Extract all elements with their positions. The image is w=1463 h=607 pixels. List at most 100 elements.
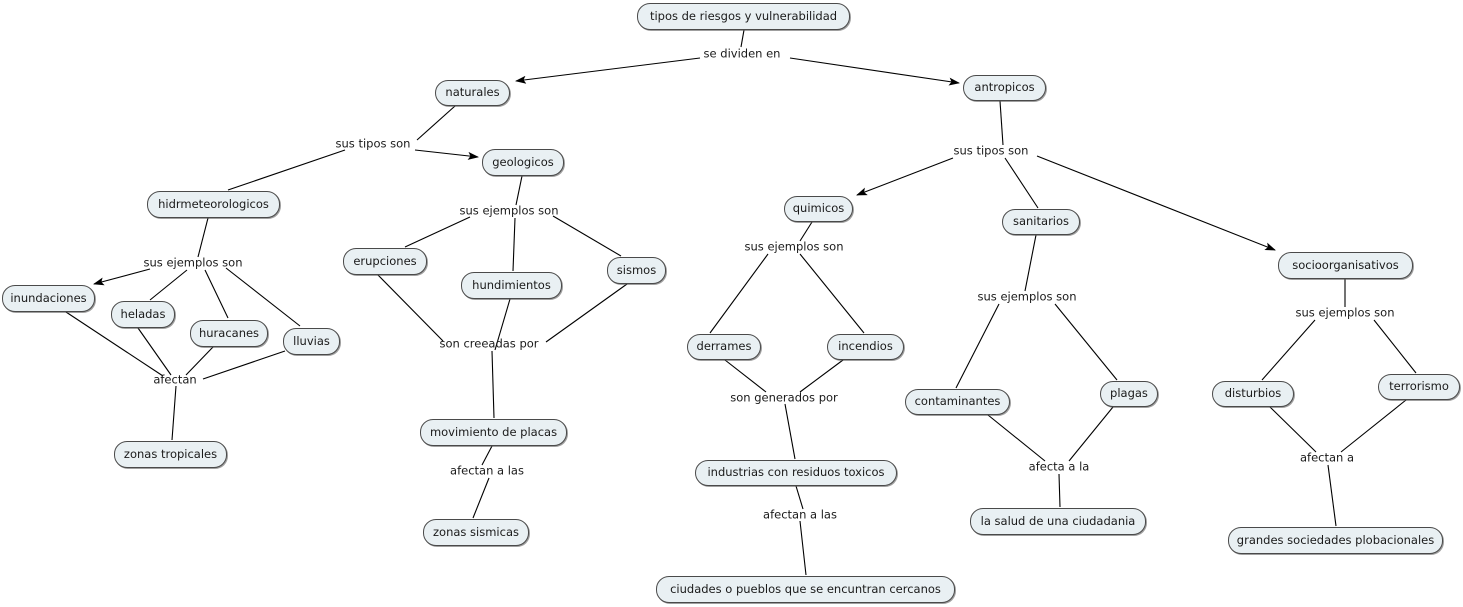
link-label-ll_ej_geo[interactable]: sus ejemplos son — [459, 203, 559, 218]
link-label-ll_afectan2[interactable]: afectan a las — [450, 463, 524, 478]
concept-node-disturbios[interactable]: disturbios — [1212, 381, 1294, 407]
edge-e49 — [1340, 399, 1407, 453]
edge-e44 — [1058, 473, 1061, 508]
link-label-ll_afectan1[interactable]: afectan — [153, 372, 197, 387]
concept-node-label: quimicos — [792, 201, 845, 216]
edge-e50 — [1327, 464, 1337, 527]
link-label-ll_divide[interactable]: se dividen en — [703, 46, 781, 61]
concept-node-socioorganisativos[interactable]: socioorganisativos — [1278, 252, 1413, 279]
concept-node-industrias[interactable]: industrias con residuos toxicos — [695, 460, 897, 486]
edge-e46 — [1261, 319, 1316, 381]
concept-node-root[interactable]: tipos de riesgos y vulnerabilidad — [637, 3, 850, 30]
concept-node-incendios[interactable]: incendios — [827, 334, 904, 360]
concept-node-label: naturales — [445, 85, 500, 100]
concept-node-label: heladas — [120, 306, 166, 321]
concept-node-label: incendios — [838, 339, 893, 354]
concept-node-plagas[interactable]: plagas — [1100, 381, 1158, 407]
link-label-ll_ej_qui[interactable]: sus ejemplos son — [744, 239, 844, 254]
edge-e28 — [856, 157, 954, 196]
edge-e34 — [724, 359, 767, 393]
edge-e29 — [1004, 157, 1039, 209]
edge-e12 — [65, 311, 164, 377]
concept-node-label: contaminantes — [914, 394, 1001, 409]
concept-node-sanitarios[interactable]: sanitarios — [1002, 209, 1080, 235]
concept-node-movimiento[interactable]: movimiento de placas — [420, 419, 567, 446]
concept-node-ciudades[interactable]: ciudades o pueblos que se encuntran cerc… — [656, 576, 955, 603]
concept-node-label: hundimientos — [472, 277, 551, 292]
edge-e13 — [137, 327, 172, 376]
concept-node-quimicos[interactable]: quimicos — [784, 196, 853, 222]
concept-node-label: zonas tropicales — [123, 446, 218, 461]
concept-node-naturales[interactable]: naturales — [435, 80, 510, 106]
link-label-ll_creeadas[interactable]: son creeadas por — [439, 336, 539, 351]
edge-e20 — [552, 215, 622, 257]
edge-e25 — [481, 445, 493, 466]
edge-e36 — [784, 403, 796, 460]
concept-node-label: zonas sismicas — [433, 524, 519, 539]
edge-e26 — [472, 477, 490, 519]
concept-node-salud[interactable]: la salud de una ciudadania — [970, 508, 1146, 535]
link-label-ll_ej_hidr[interactable]: sus ejemplos son — [143, 255, 243, 270]
concept-node-label: terrorismo — [1389, 379, 1449, 394]
edge-e38 — [799, 520, 807, 576]
edge-e37 — [795, 485, 804, 510]
concept-node-hundimientos[interactable]: hundimientos — [461, 272, 562, 299]
concept-node-erupciones[interactable]: erupciones — [343, 248, 427, 275]
concept-node-hidrmeteorologicos[interactable]: hidrmeteorologicos — [147, 191, 280, 218]
concept-node-label: plagas — [1110, 386, 1148, 401]
edge-e39 — [1024, 234, 1037, 292]
edge-e7 — [197, 217, 209, 258]
edge-e31 — [799, 221, 813, 242]
edge-e19 — [512, 217, 516, 272]
concept-node-label: ciudades o pueblos que se encuntran cerc… — [670, 581, 941, 596]
concept-node-geologicos[interactable]: geologicos — [482, 149, 564, 176]
concept-node-label: tipos de riesgos y vulnerabilidad — [649, 8, 838, 23]
concept-node-lluvias[interactable]: lluvias — [283, 328, 340, 355]
edge-e8 — [93, 268, 151, 286]
concept-node-terrorismo[interactable]: terrorismo — [1378, 374, 1460, 400]
edge-e27 — [999, 100, 1004, 146]
concept-node-sismos[interactable]: sismos — [607, 257, 666, 284]
concept-node-label: huracanes — [198, 325, 260, 340]
concept-node-label: geologicos — [492, 154, 554, 169]
edges-group — [65, 29, 1417, 576]
link-label-ll_tipos_a[interactable]: sus tipos son — [953, 143, 1029, 158]
concept-node-zonas_sismicas[interactable]: zonas sismicas — [423, 519, 529, 546]
edge-e32 — [709, 253, 769, 334]
edge-e41 — [1054, 303, 1118, 381]
edge-e40 — [955, 303, 1000, 389]
link-label-ll_ej_soc[interactable]: sus ejemplos son — [1295, 305, 1395, 320]
concept-node-grandes_sociedades[interactable]: grandes sociedades plobacionales — [1228, 527, 1443, 554]
concept-node-label: sanitarios — [1012, 214, 1070, 229]
edge-e22 — [494, 298, 511, 351]
concept-node-antropicos[interactable]: antropicos — [963, 75, 1046, 101]
link-label-ll_afectan3[interactable]: afectan a las — [763, 507, 837, 522]
concept-node-heladas[interactable]: heladas — [111, 301, 175, 328]
link-label-ll_afecta_la[interactable]: afecta a la — [1028, 459, 1090, 474]
concept-node-label: inundaciones — [10, 290, 87, 305]
link-label-ll_tipos_n[interactable]: sus tipos son — [335, 136, 411, 151]
link-label-ll_generados[interactable]: son generados por — [730, 390, 838, 405]
concept-node-label: la salud de una ciudadania — [980, 513, 1136, 528]
edge-e4 — [416, 105, 456, 141]
link-label-ll_afectan4[interactable]: afectan a — [1299, 450, 1355, 465]
concept-node-label: movimiento de placas — [429, 424, 558, 439]
edge-e47 — [1373, 319, 1417, 374]
edge-e2 — [515, 57, 701, 84]
edge-e33 — [799, 253, 865, 334]
edge-e6 — [414, 149, 479, 160]
concept-node-contaminantes[interactable]: contaminantes — [905, 389, 1010, 415]
concept-node-huracanes[interactable]: huracanes — [190, 320, 268, 347]
concept-node-label: erupciones — [353, 253, 417, 268]
edge-e18 — [404, 216, 471, 248]
edge-e3 — [789, 57, 960, 86]
edge-e43 — [1068, 406, 1114, 462]
edge-e23 — [545, 283, 628, 343]
concept-node-label: grandes sociedades plobacionales — [1236, 532, 1435, 547]
edge-e9 — [149, 269, 188, 301]
edge-e10 — [204, 269, 229, 319]
concept-node-derrames[interactable]: derrames — [687, 334, 761, 360]
concept-node-inundaciones[interactable]: inundaciones — [2, 285, 95, 312]
concept-node-zonas_tropicales[interactable]: zonas tropicales — [114, 441, 227, 468]
link-label-ll_ej_san[interactable]: sus ejemplos son — [977, 289, 1077, 304]
